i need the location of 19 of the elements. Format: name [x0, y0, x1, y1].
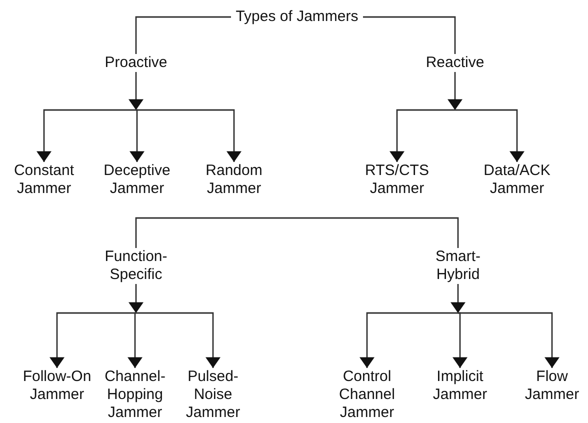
- arrow: [390, 109, 455, 162]
- arrow: [128, 284, 144, 313]
- arrow: [450, 284, 466, 313]
- connector-line: [297, 217, 459, 248]
- arrow: [452, 312, 468, 368]
- arrow: [36, 109, 136, 162]
- arrow: [130, 109, 144, 162]
- connector-line: [135, 16, 231, 54]
- arrow: [136, 312, 220, 368]
- connector-line: [135, 217, 297, 248]
- arrow: [455, 109, 524, 162]
- arrow: [50, 312, 136, 368]
- arrow: [128, 72, 144, 110]
- arrow: [458, 312, 560, 368]
- arrow: [448, 72, 462, 110]
- arrow: [136, 109, 242, 162]
- connector-line: [363, 16, 456, 54]
- arrow: [360, 312, 458, 368]
- arrow: [128, 312, 142, 368]
